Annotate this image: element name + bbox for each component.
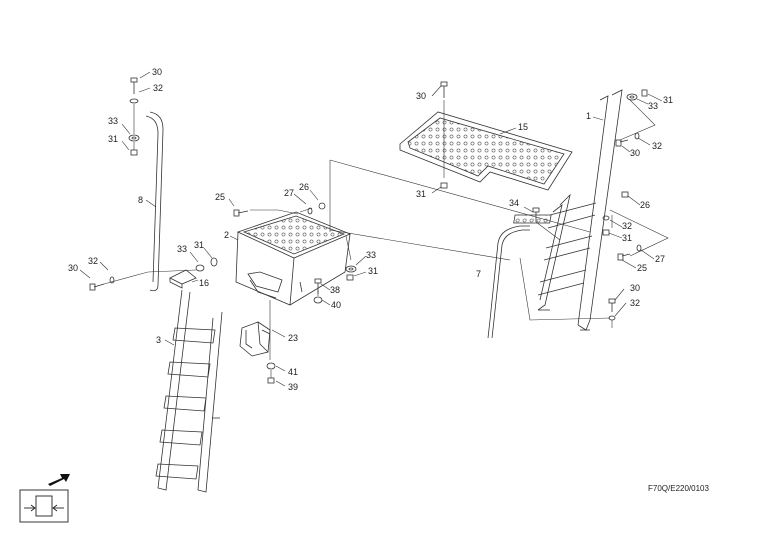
drawing-code: F70Q/E220/0103 — [648, 484, 709, 493]
callout-32: 32 — [153, 83, 163, 93]
callout-15: 15 — [518, 122, 528, 132]
callout-40: 40 — [331, 300, 341, 310]
callout-31: 31 — [108, 134, 118, 144]
callout-31: 31 — [663, 95, 673, 105]
callout-41: 41 — [288, 367, 298, 377]
callout-7: 7 — [476, 269, 481, 279]
callout-16: 16 — [199, 278, 209, 288]
handrail-8 — [145, 111, 164, 292]
callout-30: 30 — [416, 91, 426, 101]
callout-27: 27 — [655, 254, 665, 264]
callout-32: 32 — [652, 141, 662, 151]
callout-8: 8 — [138, 195, 143, 205]
callout-30: 30 — [152, 67, 162, 77]
callout-32: 32 — [622, 221, 632, 231]
bracket-16 — [169, 269, 197, 289]
callout-27: 27 — [284, 188, 294, 198]
callout-32: 32 — [630, 298, 640, 308]
assembly-lines — [103, 99, 669, 378]
handrail-7 — [487, 225, 530, 339]
callout-26: 26 — [299, 182, 309, 192]
callout-31: 31 — [416, 189, 426, 199]
right-ladder — [513, 89, 623, 331]
direction-arrow-icon — [48, 474, 70, 486]
callout-33: 33 — [366, 250, 376, 260]
left-ladder — [155, 289, 223, 493]
callout-26: 26 — [640, 200, 650, 210]
callout-31: 31 — [368, 266, 378, 276]
callout-3: 3 — [156, 335, 161, 345]
callout-31: 31 — [622, 233, 632, 243]
callout-30: 30 — [630, 148, 640, 158]
bracket-23 — [239, 321, 271, 357]
platform-plate-15 — [399, 111, 573, 191]
fasteners — [89, 77, 648, 384]
callout-31: 31 — [194, 240, 204, 250]
callout-34: 34 — [509, 198, 519, 208]
step-box — [235, 211, 352, 306]
callout-33: 33 — [648, 101, 658, 111]
callout-25: 25 — [215, 192, 225, 202]
callout-33: 33 — [108, 116, 118, 126]
callout-25: 25 — [637, 263, 647, 273]
callout-23: 23 — [288, 333, 298, 343]
callout-38: 38 — [330, 285, 340, 295]
callout-labels: 30 32 33 31 8 33 31 30 32 16 3 25 2 27 2… — [68, 67, 673, 392]
leader-lines — [79, 71, 663, 387]
callout-33: 33 — [177, 244, 187, 254]
view-indicator — [19, 489, 69, 523]
callout-39: 39 — [288, 382, 298, 392]
callout-2: 2 — [224, 230, 229, 240]
callout-30: 30 — [68, 263, 78, 273]
callout-30: 30 — [630, 283, 640, 293]
callout-32: 32 — [88, 256, 98, 266]
callout-1: 1 — [586, 111, 591, 121]
